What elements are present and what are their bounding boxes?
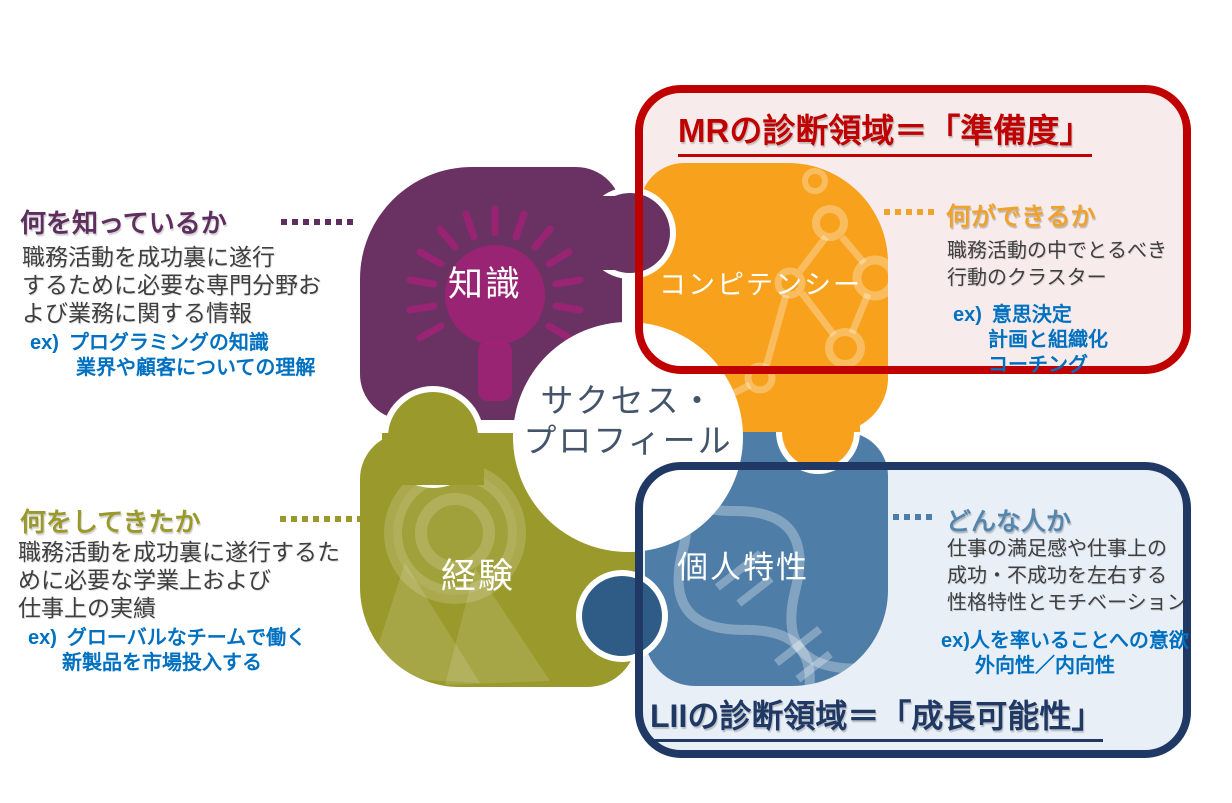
personality-body-line: 成功・不成功を左右する — [947, 565, 1167, 587]
experience-body-line: 仕事上の実績 — [18, 595, 156, 621]
experience-body-line: 職務活動を成功裏に遂行するた — [18, 539, 340, 565]
personality-dotted-leader — [882, 514, 934, 520]
mr-box-title: MRの診断領域＝「準備度」 — [678, 104, 1093, 157]
experience-example-line: ex) グローバルなチームで働く — [28, 626, 306, 651]
experience-example-text: グローバルなチームで働く — [66, 627, 307, 649]
center-title: サクセス・ プロフィール — [498, 381, 758, 461]
personality-body-line: 性格特性とモチベーション — [947, 592, 1187, 614]
piece-label-competency: コンピテンシー — [659, 270, 862, 300]
center-circle — [513, 322, 743, 552]
competency-example-line: ex) 意思決定 — [953, 303, 1072, 328]
experience-tab-joint — [382, 433, 484, 485]
piece-label-personality: 個人特性 — [677, 550, 809, 585]
experience-description: 職務活動を成功裏に遂行するた めに必要な学業上および 仕事上の実績 — [18, 538, 340, 622]
competency-heading: 何ができるか — [946, 203, 1096, 231]
knowledge-example-line: ex) プログラミングの知識 — [30, 331, 269, 356]
competency-body-line: 職務活動の中でとるべき — [947, 240, 1167, 262]
example-prefix: ex) — [28, 627, 57, 649]
competency-tab-joint — [776, 388, 860, 432]
knowledge-body-line: するために必要な専門分野お — [22, 272, 321, 298]
competency-dotted-leader — [884, 209, 936, 215]
experience-body-line: めに必要な学業上および — [18, 567, 271, 593]
experience-heading: 何をしてきたか — [20, 507, 201, 537]
competency-description: 職務活動の中でとるべき 行動のクラスター — [947, 238, 1167, 292]
piece-label-knowledge: 知識 — [448, 265, 523, 304]
personality-example-line: ex)人を率いることへの意欲 — [941, 629, 1189, 654]
personality-example-line: 外向性／内向性 — [975, 655, 1115, 677]
competency-example-line: 計画と組織化 — [988, 329, 1108, 351]
personality-body-line: 仕事の満足感や仕事上の — [947, 538, 1167, 560]
knowledge-example-text: プログラミングの知識 — [68, 332, 269, 354]
experience-example-line: 新製品を市場投入する — [62, 652, 262, 674]
competency-example-line: コーチング — [988, 354, 1088, 376]
lii-box-border — [635, 462, 1191, 758]
knowledge-dotted-leader — [281, 219, 353, 225]
knowledge-description: 職務活動を成功裏に遂行 するために必要な専門分野お よび業務に関する情報 — [22, 243, 321, 327]
knowledge-body-line: 職務活動を成功裏に遂行 — [22, 244, 275, 270]
center-title-line1: サクセス・ — [540, 382, 716, 419]
competency-body-line: 行動のクラスター — [947, 267, 1107, 289]
competency-example-text: 意思決定 — [991, 304, 1072, 326]
personality-example-text: 人を率いることへの意欲 — [969, 630, 1189, 652]
lii-box-title: LIIの診断領域＝「成長可能性」 — [650, 691, 1104, 742]
knowledge-tab-joint — [584, 196, 622, 270]
knowledge-example-line: 業界や顧客についての理解 — [76, 357, 316, 379]
personality-puzzle-tab — [582, 576, 662, 656]
experience-dotted-leader — [280, 516, 360, 522]
center-title-line2: プロフィール — [523, 422, 733, 459]
example-prefix: ex) — [30, 332, 59, 354]
example-prefix: ex) — [941, 630, 970, 652]
mr-box-border — [635, 85, 1191, 374]
piece-label-experience: 経験 — [441, 557, 516, 596]
knowledge-body-line: よび業務に関する情報 — [22, 300, 252, 326]
example-prefix: ex) — [953, 304, 982, 326]
knowledge-heading: 何を知っているか — [20, 208, 227, 238]
personality-description: 仕事の満足感や仕事上の 成功・不成功を左右する 性格特性とモチベーション — [947, 536, 1187, 617]
personality-heading: どんな人か — [946, 508, 1072, 536]
